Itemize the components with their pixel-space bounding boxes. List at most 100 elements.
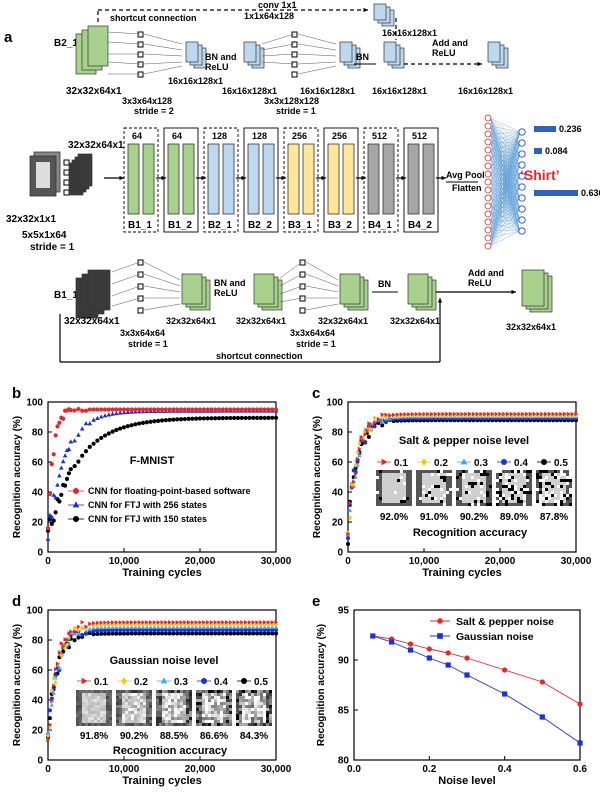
thumbnail-pixel xyxy=(266,699,269,702)
thumbnail-pixel xyxy=(134,690,137,693)
thumbnail-pixel xyxy=(223,708,226,711)
data-point xyxy=(118,628,123,633)
thumbnail-pixel xyxy=(409,488,412,491)
data-point xyxy=(118,622,123,628)
thumbnail-pixel xyxy=(149,708,152,711)
thumbnail-pixel xyxy=(548,473,551,476)
thumbnail-pixel xyxy=(545,503,548,506)
thumbnail-pixel xyxy=(560,503,563,506)
thumbnail-pixel xyxy=(388,479,391,482)
thumbnail-pixel xyxy=(177,714,180,717)
thumbnail-pixel xyxy=(269,711,272,714)
thumbnail-pixel xyxy=(214,705,217,708)
top-kernel-1 xyxy=(137,61,144,68)
thumbnail-pixel xyxy=(557,485,560,488)
thumbnail-pixel xyxy=(443,491,446,494)
thumbnail-pixel xyxy=(217,720,220,723)
data-point xyxy=(346,536,350,541)
top-add-arrow-head xyxy=(477,61,482,67)
fc-output-node xyxy=(518,183,526,191)
output-prob-bar xyxy=(534,126,556,132)
data-point xyxy=(539,714,545,720)
thumbnail-pixel xyxy=(431,500,434,503)
panel-b-label: b xyxy=(12,385,21,402)
thumbnail-pixel xyxy=(242,696,245,699)
y-tick-label: 0 xyxy=(337,548,343,559)
thumbnail-pixel xyxy=(517,494,520,497)
data-point xyxy=(76,406,81,412)
thumbnail-pixel xyxy=(223,696,226,699)
thumbnail-pixel xyxy=(520,479,523,482)
thumbnail-pixel xyxy=(177,711,180,714)
thumbnail-pixel xyxy=(545,497,548,500)
thumbnail-pixel xyxy=(499,500,502,503)
thumbnail-pixel xyxy=(382,476,385,479)
thumbnail-pixel xyxy=(171,699,174,702)
data-point xyxy=(84,624,89,629)
thumbnail-pixel xyxy=(462,485,465,488)
thumbnail-pixel xyxy=(174,690,177,693)
top-bn-out-dims: 16x16x128x1 xyxy=(372,86,427,96)
thumbnail-pixel xyxy=(499,482,502,485)
thumbnail-pixel xyxy=(125,723,128,726)
data-point xyxy=(55,482,60,487)
thumbnail-pixel xyxy=(211,723,214,726)
thumbnail-pixel xyxy=(394,482,397,485)
x-tick-label: 0.0 xyxy=(347,764,361,775)
thumbnail-pixel xyxy=(496,476,499,479)
thumbnail-pixel xyxy=(526,482,529,485)
thumbnail-pixel xyxy=(122,705,125,708)
thumbnail-pixel xyxy=(526,497,529,500)
data-point xyxy=(106,628,111,633)
thumbnail-pixel xyxy=(97,708,100,711)
data-point xyxy=(182,631,187,636)
thumbnail-pixel xyxy=(388,473,391,476)
thumbnail-pixel xyxy=(82,690,85,693)
legend-marker xyxy=(437,633,443,639)
data-point xyxy=(220,407,225,412)
thumbnail-pixel xyxy=(459,494,462,497)
thumbnail-pixel xyxy=(536,482,539,485)
accuracy-value: 89.0% xyxy=(500,512,528,523)
thumbnail-pixel xyxy=(76,696,79,699)
thumbnail-pixel xyxy=(196,711,199,714)
thumbnail-pixel xyxy=(400,491,403,494)
thumbnail-pixel xyxy=(156,693,159,696)
fc-output-node xyxy=(518,150,526,158)
thumbnail-pixel xyxy=(229,711,232,714)
thumbnail-pixel xyxy=(545,479,548,482)
thumbnail-pixel xyxy=(263,705,266,708)
thumbnail-pixel xyxy=(156,705,159,708)
thumbnail-pixel xyxy=(131,705,134,708)
thumbnail-pixel xyxy=(137,714,140,717)
bot-input-featuremap xyxy=(87,269,111,311)
data-point xyxy=(270,620,275,625)
thumbnail-pixel xyxy=(85,696,88,699)
thumbnail-pixel xyxy=(486,479,489,482)
thumbnail-pixel xyxy=(446,488,449,491)
thumbnail-pixel xyxy=(526,485,529,488)
fc-input-node xyxy=(484,162,492,170)
data-point xyxy=(80,632,85,637)
thumbnail-pixel xyxy=(186,711,189,714)
thumbnail-pixel xyxy=(406,476,409,479)
bot-fan-1b xyxy=(143,285,181,293)
panel-e-label: e xyxy=(312,593,320,610)
thumbnail-pixel xyxy=(545,473,548,476)
data-point xyxy=(391,413,396,419)
data-point xyxy=(198,628,202,633)
thumbnail-pixel xyxy=(156,708,159,711)
data-point xyxy=(45,536,51,541)
thumbnail-pixel xyxy=(419,473,422,476)
data-point xyxy=(76,624,81,630)
thumbnail-pixel xyxy=(189,720,192,723)
thumbnail-pixel xyxy=(242,693,245,696)
thumbnail-pixel xyxy=(183,708,186,711)
thumbnail-pixel xyxy=(143,711,146,714)
thumbnail-pixel xyxy=(400,497,403,500)
stem-conv-dims: 5x5x1x64 xyxy=(22,230,67,241)
thumbnail-pixel xyxy=(403,488,406,491)
fc-output-node xyxy=(518,128,526,136)
thumbnail-pixel xyxy=(446,473,449,476)
thumbnail-pixel xyxy=(85,705,88,708)
